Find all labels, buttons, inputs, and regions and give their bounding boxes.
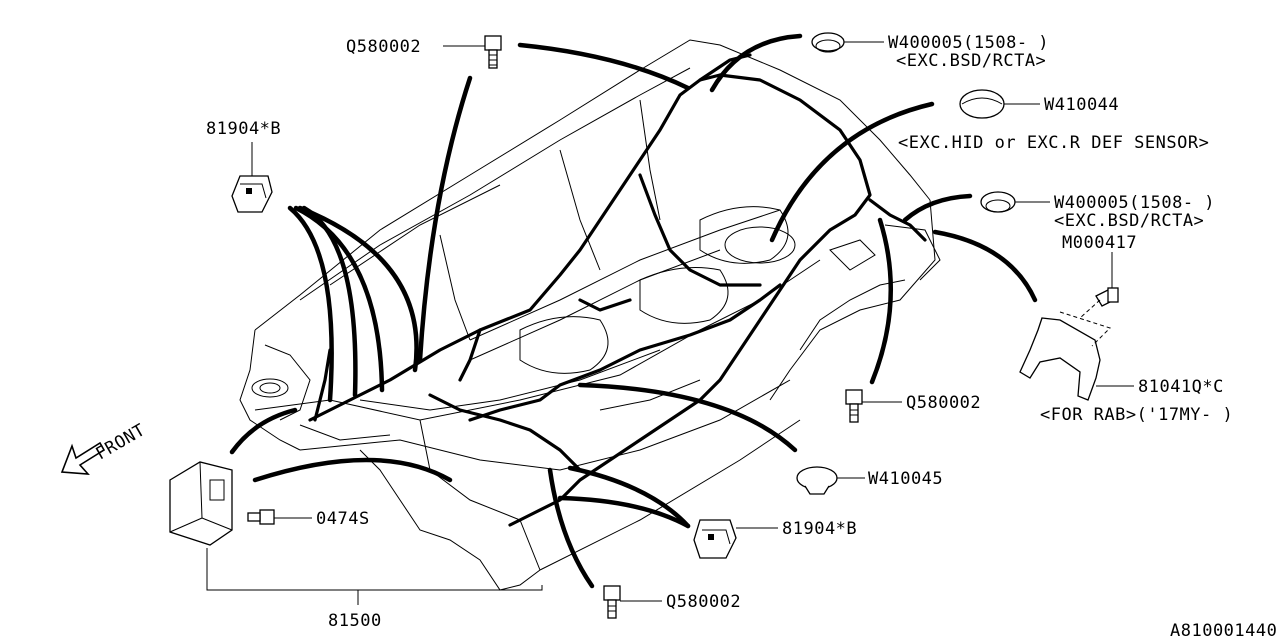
callout-labels: Q580002 W400005(1508- ) <EXC.BSD/RCTA> W… — [206, 33, 1277, 640]
bolt-q580002-bottom — [603, 585, 621, 619]
label-q580002-right: Q580002 — [906, 393, 981, 413]
label-m000417: M000417 — [1062, 233, 1137, 253]
label-81041q: 81041Q*C — [1138, 377, 1224, 397]
diagram-id: A810001440 — [1170, 621, 1277, 640]
bolt-q580002-top — [484, 35, 502, 69]
label-w410044-note: <EXC.HID or EXC.R DEF SENSOR> — [898, 133, 1209, 153]
car-body — [239, 39, 941, 591]
plug-w410045 — [796, 466, 838, 495]
label-w400005-top-note: <EXC.BSD/RCTA> — [896, 51, 1046, 71]
bolt-q580002-right — [845, 389, 863, 423]
bolt-0474s — [247, 509, 275, 525]
module-81500 — [169, 461, 233, 546]
label-q580002-top: Q580002 — [346, 37, 421, 57]
clip-81904b-bottom — [693, 519, 737, 559]
front-direction-indicator: FRONT — [60, 420, 149, 475]
front-label: FRONT — [93, 420, 149, 464]
label-w400005-right-note: <EXC.BSD/RCTA> — [1054, 211, 1204, 231]
grommet-w400005-right — [980, 191, 1016, 213]
callout-leaders — [206, 41, 1134, 605]
label-81904b-bottom: 81904*B — [782, 519, 857, 539]
leader-curves — [229, 33, 1038, 589]
label-0474s: 0474S — [316, 509, 370, 529]
grommet-w400005-top — [811, 32, 845, 53]
plug-w410044 — [959, 89, 1005, 119]
label-w410044: W410044 — [1044, 95, 1119, 115]
label-81904b-left: 81904*B — [206, 119, 281, 139]
clip-81904b-left — [231, 175, 273, 213]
label-q580002-bottom: Q580002 — [666, 592, 741, 612]
label-w400005-top: W400005(1508- ) — [888, 33, 1049, 53]
label-w400005-right: W400005(1508- ) — [1054, 193, 1215, 213]
label-w410045: W410045 — [868, 469, 943, 489]
label-81500: 81500 — [328, 611, 382, 631]
screw-m000417 — [1095, 287, 1119, 307]
label-81041q-note: <FOR RAB>('17MY- ) — [1040, 405, 1233, 425]
bracket-81041q — [1019, 299, 1111, 401]
